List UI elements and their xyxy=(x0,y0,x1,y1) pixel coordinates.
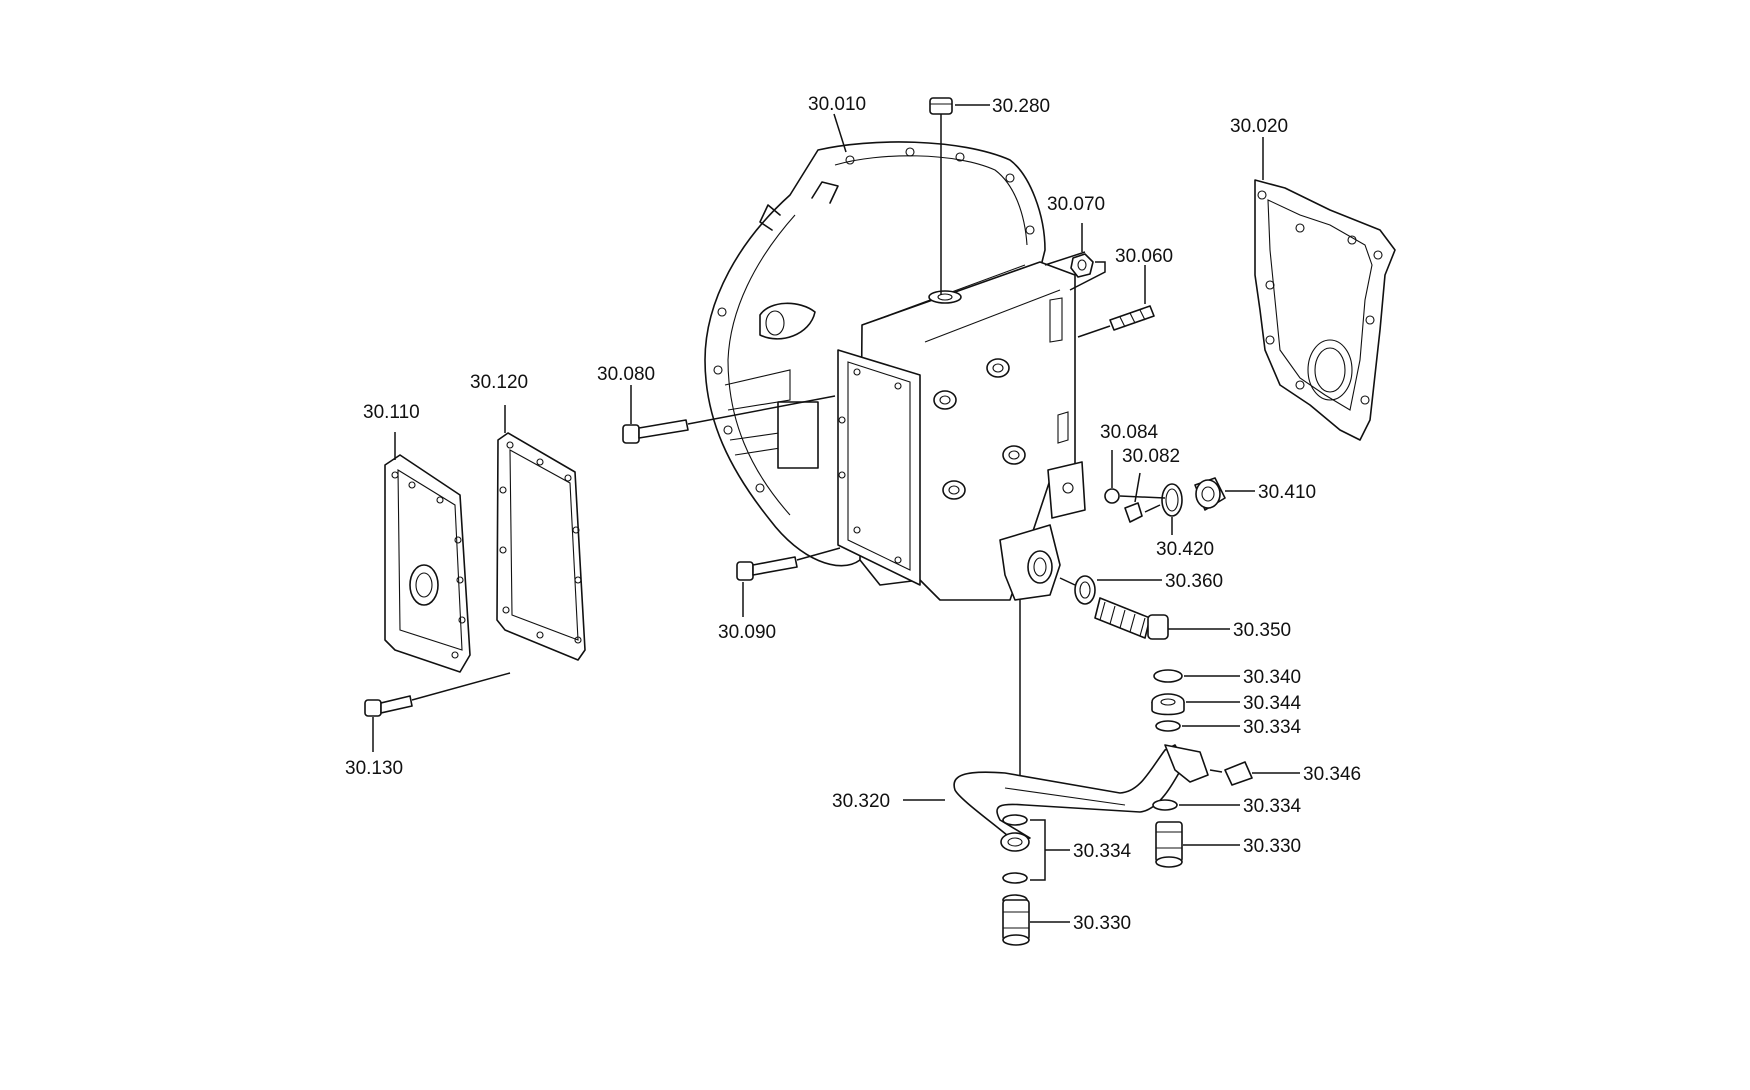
label-30120: 30.120 xyxy=(470,372,528,393)
gasket-part-30120 xyxy=(496,405,586,661)
banjo-bolt-part-30330-a xyxy=(1155,821,1240,868)
cap-part-30410 xyxy=(1119,477,1255,511)
label-30070: 30.070 xyxy=(1047,194,1105,215)
part-labels: 30.010 30.280 30.020 30.070 30.060 30.08… xyxy=(345,94,1361,934)
banjo-bolt-part-30330-b xyxy=(1002,894,1070,946)
bolt-part-30090 xyxy=(736,547,841,617)
housing-part-30010 xyxy=(704,141,1086,601)
label-30330-a: 30.330 xyxy=(1243,836,1301,857)
label-30350: 30.350 xyxy=(1233,620,1291,641)
bolt-part-30080 xyxy=(622,385,836,444)
bushing-part-30344 xyxy=(1151,693,1240,716)
oring-part-30334-b xyxy=(1152,799,1240,811)
cover-part-30110 xyxy=(384,432,471,673)
pipe-part-30320 xyxy=(903,600,1209,852)
label-30346: 30.346 xyxy=(1303,764,1361,785)
plug-part-30346 xyxy=(1209,761,1300,786)
nut-part-30070 xyxy=(1069,223,1106,291)
label-30080: 30.080 xyxy=(597,364,655,385)
label-30082: 30.082 xyxy=(1122,446,1180,467)
oring-part-30334-c xyxy=(1002,814,1070,884)
label-30060: 30.060 xyxy=(1115,246,1173,267)
leader-30010 xyxy=(833,113,847,153)
oring-part-30334-a xyxy=(1155,720,1240,732)
label-30084: 30.084 xyxy=(1100,422,1159,443)
washer-part-30340 xyxy=(1153,669,1240,683)
label-30010: 30.010 xyxy=(808,94,866,115)
strainer-part-30350 xyxy=(1094,597,1230,640)
ball-part-30084 xyxy=(1104,450,1120,504)
label-30410: 30.410 xyxy=(1258,482,1316,503)
label-30320: 30.320 xyxy=(832,791,890,812)
label-30334-c: 30.334 xyxy=(1073,841,1132,862)
label-30130: 30.130 xyxy=(345,758,403,779)
label-30360: 30.360 xyxy=(1165,571,1223,592)
gasket-part-30020 xyxy=(1254,137,1396,441)
label-30110: 30.110 xyxy=(363,402,420,423)
stud-part-30060 xyxy=(1044,251,1155,338)
label-30340: 30.340 xyxy=(1243,667,1301,688)
washer-part-30360 xyxy=(1059,575,1162,605)
label-30020: 30.020 xyxy=(1230,116,1288,137)
label-30280: 30.280 xyxy=(992,96,1050,117)
label-30330-b: 30.330 xyxy=(1073,913,1131,934)
label-30334-b: 30.334 xyxy=(1243,796,1302,817)
label-30420: 30.420 xyxy=(1156,539,1214,560)
bolt-part-30130 xyxy=(364,672,511,752)
plug-part-30280 xyxy=(929,97,990,295)
label-30334-a: 30.334 xyxy=(1243,717,1302,738)
label-30090: 30.090 xyxy=(718,622,776,643)
oring-part-30420 xyxy=(1144,483,1183,535)
label-30344: 30.344 xyxy=(1243,693,1302,714)
